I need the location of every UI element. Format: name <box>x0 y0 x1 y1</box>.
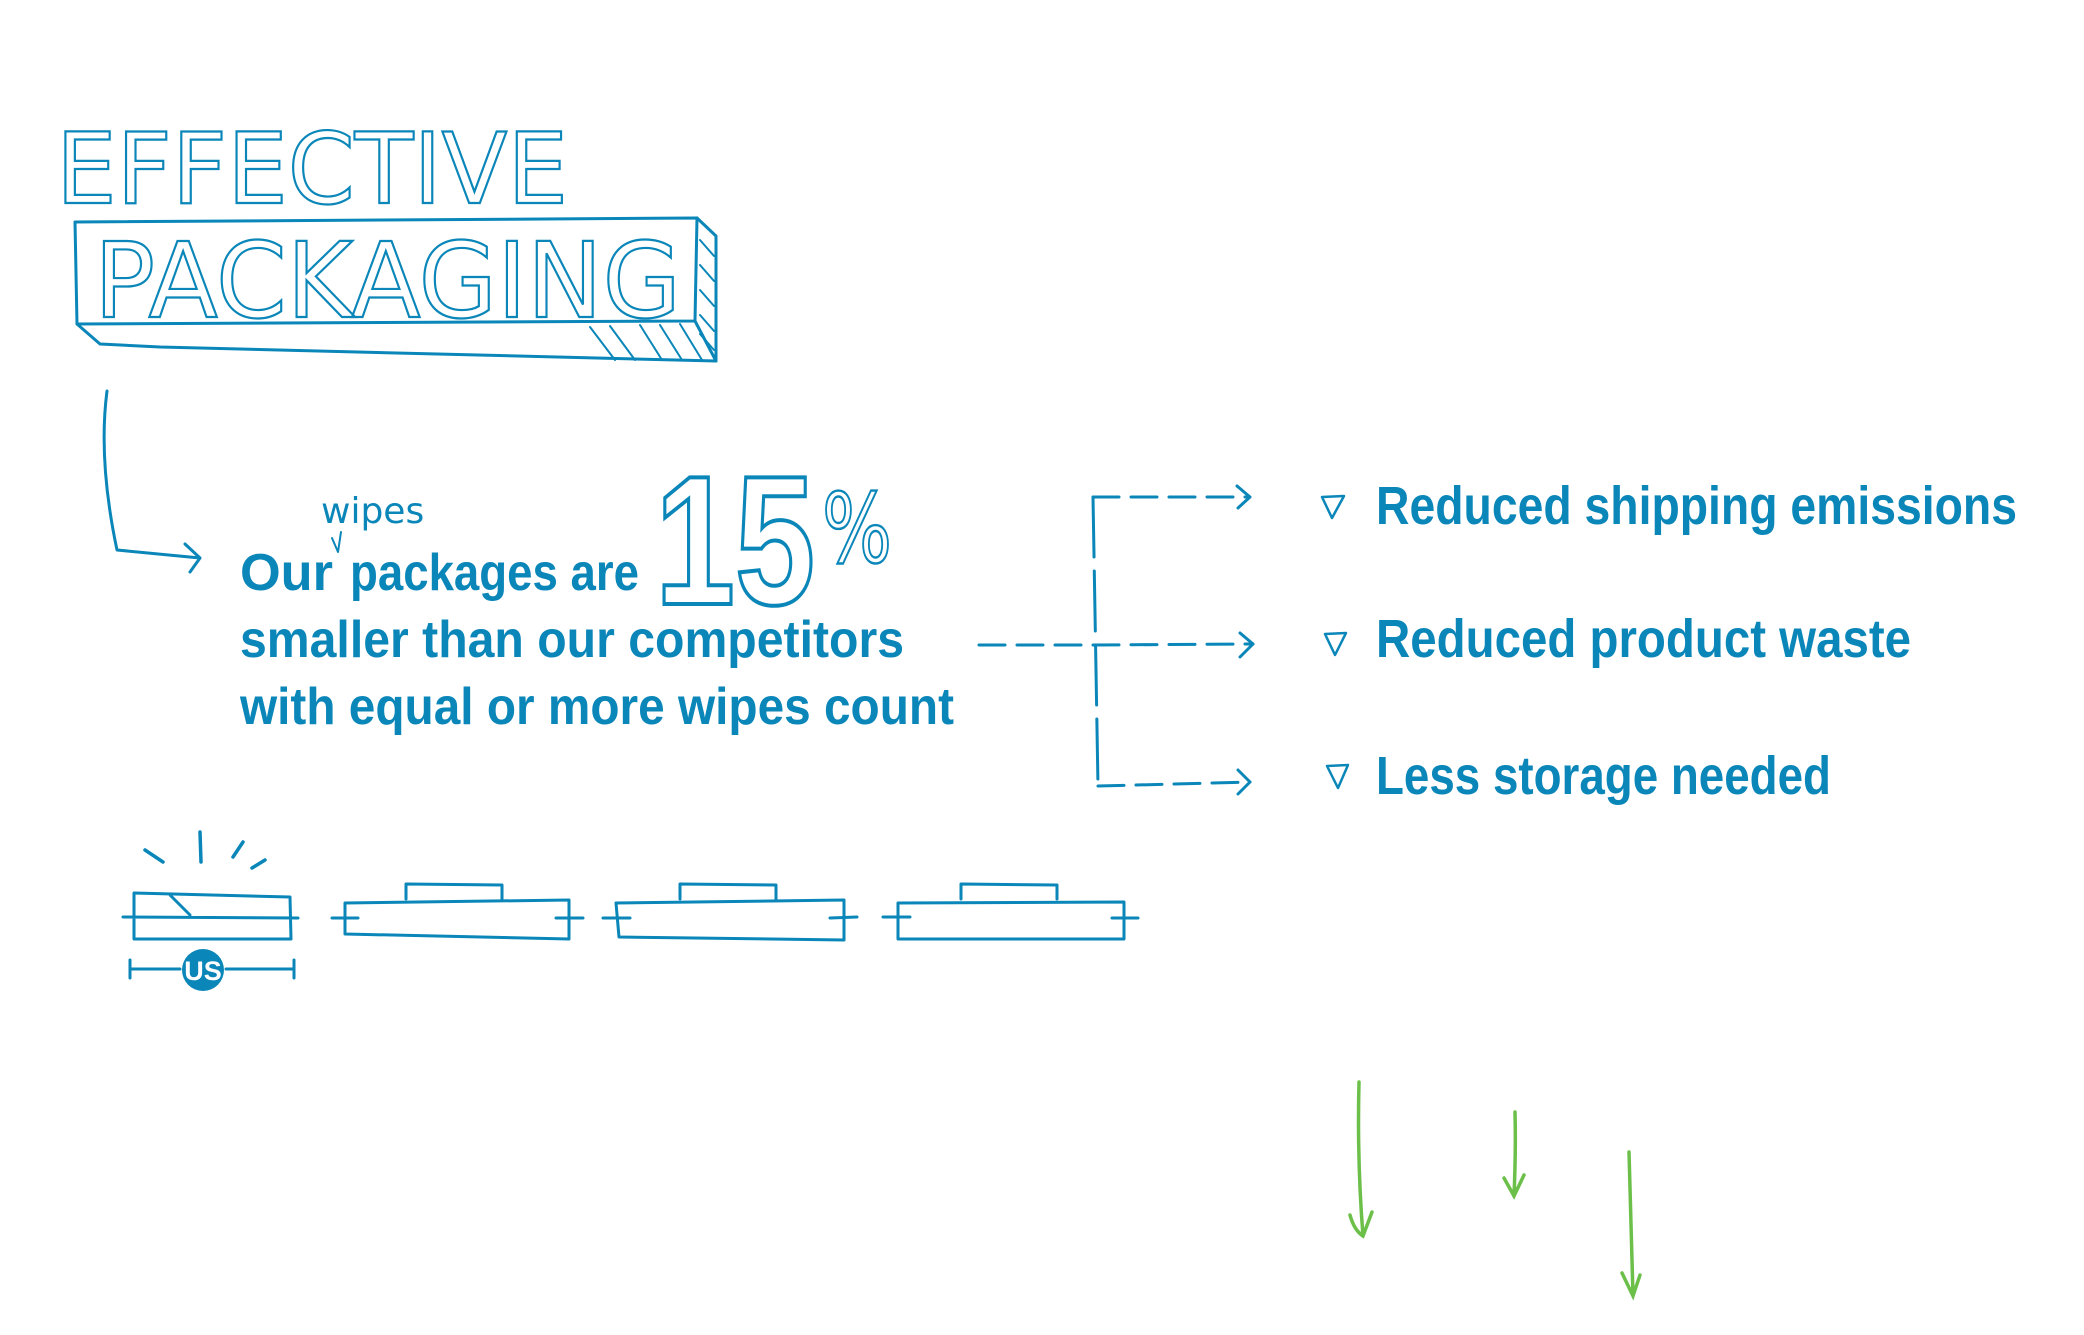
benefit-item: Less storage needed <box>1325 746 1831 806</box>
benefit-label: Reduced product waste <box>1376 609 1911 669</box>
triangle-down-icon <box>1320 494 1346 520</box>
benefit-item: Reduced shipping emissions <box>1320 476 2017 536</box>
statement-line2: smaller than our competitors <box>240 611 904 669</box>
green-arrow-icon <box>1620 1150 1642 1301</box>
title-effective: EFFECTIVE <box>56 113 568 227</box>
benefit-label: Reduced shipping emissions <box>1376 476 2017 536</box>
triangle-down-icon <box>1325 763 1350 790</box>
benefit-label: Less storage needed <box>1376 746 1831 806</box>
statement-line3: with equal or more wipes count <box>239 678 954 736</box>
statement-line1-a: Our <box>240 544 333 602</box>
benefit-item: Reduced product waste <box>1323 609 1911 669</box>
competitor-package <box>881 882 1140 941</box>
statement-line1-b: packages are <box>350 544 639 602</box>
percent-number: 15 <box>655 437 815 643</box>
insert-word-wipes: wipes <box>321 491 424 532</box>
green-arrow-icon <box>1348 1080 1374 1239</box>
connector-arrow <box>102 389 202 574</box>
triangle-down-icon <box>1323 631 1348 657</box>
competitor-package <box>601 882 859 942</box>
percent-sign: % <box>822 473 892 585</box>
packaging-box <box>73 216 718 363</box>
competitor-package <box>330 882 585 941</box>
us-label: US <box>184 956 222 986</box>
us-badge <box>182 949 224 991</box>
insert-caret-icon <box>331 531 342 553</box>
bracket-connector <box>977 484 1255 796</box>
green-arrow-icon <box>1502 1110 1526 1200</box>
title-packaging: PACKAGING <box>94 220 681 342</box>
us-package: US <box>121 830 300 991</box>
